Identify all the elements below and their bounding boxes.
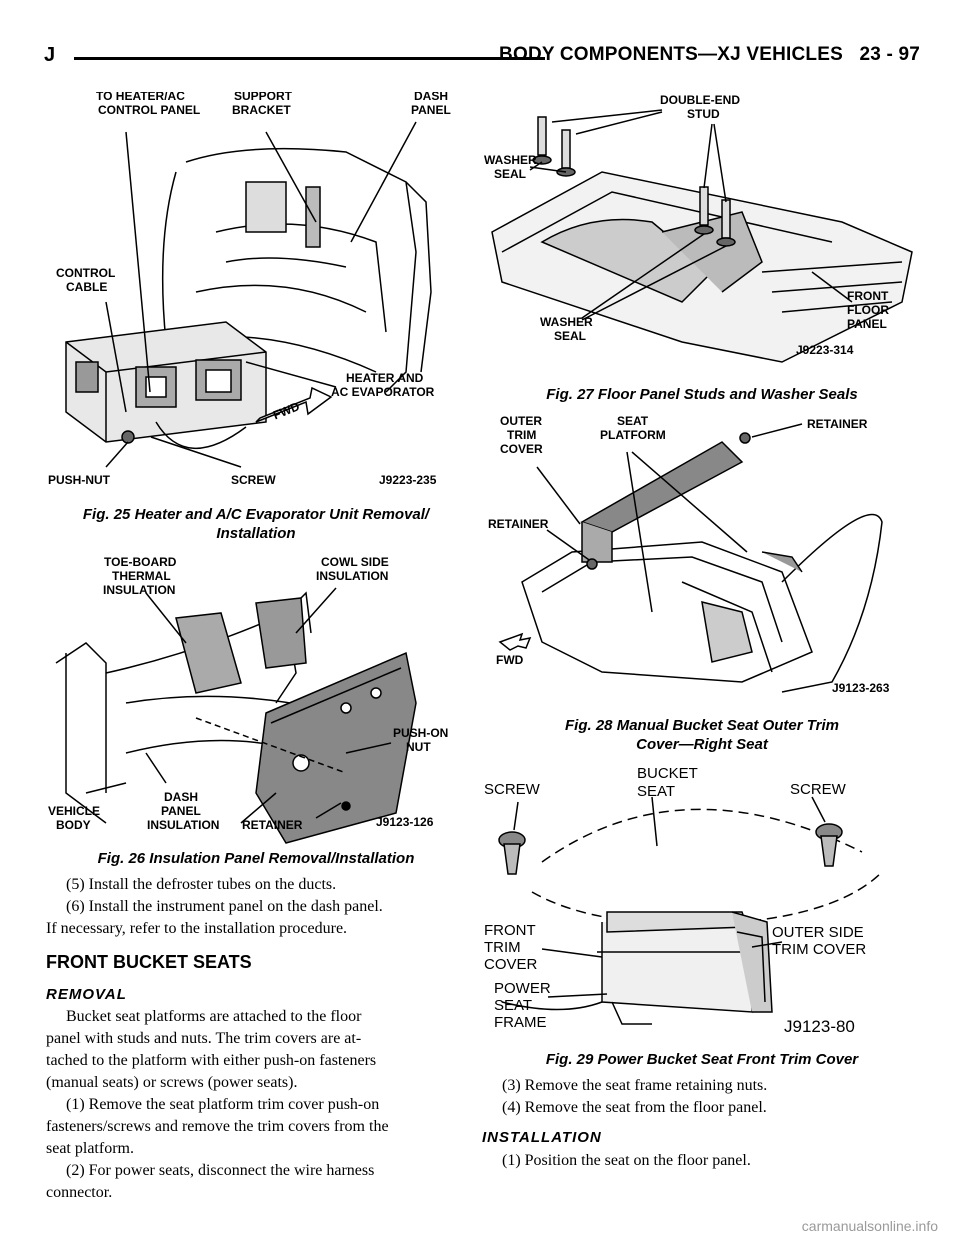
label-to-heater-ac: TO HEATER/AC <box>96 92 185 103</box>
install-step-1: (1) Position the seat on the floor panel… <box>502 1152 751 1169</box>
label-trim: TRIM <box>507 428 536 442</box>
label-nut: NUT <box>406 740 431 754</box>
label-cover: COVER <box>500 442 543 456</box>
fig29-caption: Fig. 29 Power Bucket Seat Front Trim Cov… <box>545 1051 859 1068</box>
label-heater-and: HEATER AND <box>346 371 424 385</box>
section-letter: J <box>44 44 56 66</box>
label-cover: COVER <box>484 956 538 973</box>
label-body: BODY <box>56 818 91 832</box>
label-frame: FRAME <box>494 1014 547 1031</box>
label-thermal: THERMAL <box>112 569 171 583</box>
figure-code: J9223-235 <box>379 473 437 487</box>
fig27-caption: Fig. 27 Floor Panel Studs and Washer Sea… <box>546 386 858 403</box>
installation-text: (1) Position the seat on the floor panel… <box>482 1150 922 1172</box>
fwd-arrow-label: FWD <box>496 653 524 667</box>
label-support: SUPPORT <box>234 92 293 103</box>
label-trim-cover: TRIM COVER <box>772 941 866 958</box>
label-control: CONTROL <box>56 266 115 280</box>
figure-26: TOE-BOARD THERMAL INSULATION COWL SIDE I… <box>46 553 466 845</box>
figure-code: J9123-80 <box>784 1017 855 1036</box>
removal-text: Bucket seat platforms are attached to th… <box>46 1008 389 1201</box>
label-ac-evaporator: AC EVAPORATOR <box>331 385 435 399</box>
fwd-arrow-label: FWD <box>271 399 302 422</box>
label-retainer-top: RETAINER <box>807 417 868 431</box>
label-cowl-insulation: INSULATION <box>316 569 388 583</box>
label-front: FRONT <box>847 289 889 303</box>
right-text-steps: (3) Remove the seat frame retaining nuts… <box>482 1075 922 1119</box>
label-seat: SEAT <box>617 414 649 428</box>
floor-panel-illustration: DOUBLE-END STUD WASHER SEAL WASHER SEAL … <box>484 93 913 363</box>
label-push-on: PUSH-ON <box>393 726 448 740</box>
label-toe-board: TOE-BOARD <box>104 555 177 569</box>
step-4: (4) Remove the seat from the floor panel… <box>502 1099 767 1116</box>
seat-trim-illustration: OUTER TRIM COVER SEAT PLATFORM RETAINER … <box>488 414 890 695</box>
label-screw-left: SCREW <box>484 781 541 798</box>
fig26-caption: Fig. 26 Insulation Panel Removal/Install… <box>97 850 415 867</box>
label-retainer: RETAINER <box>242 818 303 832</box>
heater-evaporator-illustration: TO HEATER/AC CONTROL PANEL SUPPORT BRACK… <box>48 92 451 487</box>
label-outer: OUTER <box>500 414 542 428</box>
header-rule <box>74 57 545 60</box>
header-title: BODY COMPONENTS—XJ VEHICLES 23 - 97 <box>499 44 920 65</box>
label-cable: CABLE <box>66 280 107 294</box>
label-cowl-side: COWL SIDE <box>321 555 389 569</box>
step-6-line2: If necessary, refer to the installation … <box>46 920 348 937</box>
label-dash: DASH <box>164 790 198 804</box>
label-seat: SEAT <box>637 783 675 800</box>
label-front: FRONT <box>484 922 536 939</box>
label-panel: PANEL <box>411 103 451 117</box>
figure-code: J9123-126 <box>376 815 434 829</box>
page-number: 23 - 97 <box>859 44 920 65</box>
label-bracket: BRACKET <box>232 103 291 117</box>
figure-29: SCREW BUCKET SEAT SCREW FRONT TRIM COVER… <box>482 762 922 1044</box>
label-double-end: DOUBLE-END <box>660 93 740 107</box>
label-panel-insulation: INSULATION <box>147 818 219 832</box>
label-push-nut: PUSH-NUT <box>48 473 111 487</box>
label-panel: PANEL <box>161 804 201 818</box>
figure-code: J9223-314 <box>796 343 854 357</box>
watermark: carmanualsonline.info <box>801 1218 938 1234</box>
figure-25: TO HEATER/AC CONTROL PANEL SUPPORT BRACK… <box>46 92 466 502</box>
insulation-panel-illustration: TOE-BOARD THERMAL INSULATION COWL SIDE I… <box>48 555 448 844</box>
label-panel: PANEL <box>847 317 887 331</box>
figure-27: DOUBLE-END STUD WASHER SEAL WASHER SEAL … <box>482 92 922 382</box>
removal-heading: REMOVAL <box>46 986 127 1003</box>
label-dash: DASH <box>414 92 448 103</box>
section-heading: FRONT BUCKET SEATS <box>46 952 252 972</box>
label-outer-side: OUTER SIDE <box>772 924 864 941</box>
label-screw: SCREW <box>231 473 276 487</box>
label-stud: STUD <box>687 107 720 121</box>
label-floor: FLOOR <box>847 303 889 317</box>
label-seal: SEAL <box>494 167 526 181</box>
step-5: (5) Install the defroster tubes on the d… <box>66 876 337 893</box>
power-seat-illustration: SCREW BUCKET SEAT SCREW FRONT TRIM COVER… <box>484 765 883 1036</box>
label-retainer-left: RETAINER <box>488 517 549 531</box>
label-vehicle: VEHICLE <box>48 804 100 818</box>
step-6-line1: (6) Install the instrument panel on the … <box>66 898 383 915</box>
installation-heading: INSTALLATION <box>482 1129 602 1146</box>
label-insulation: INSULATION <box>103 583 175 597</box>
step-3: (3) Remove the seat frame retaining nuts… <box>502 1077 768 1094</box>
label-power: POWER <box>494 980 551 997</box>
left-text-steps: (5) Install the defroster tubes on the d… <box>46 874 466 940</box>
label-control-panel: CONTROL PANEL <box>98 103 200 117</box>
figure-code: J9123-263 <box>832 681 890 695</box>
label-washer-bottom: WASHER <box>540 315 593 329</box>
label-bucket: BUCKET <box>637 765 698 782</box>
figure-28: OUTER TRIM COVER SEAT PLATFORM RETAINER … <box>482 412 922 712</box>
label-screw-right: SCREW <box>790 781 847 798</box>
label-platform: PLATFORM <box>600 428 666 442</box>
fig25-caption: Fig. 25 Heater and A/C Evaporator Unit R… <box>82 506 430 542</box>
label-power-seat: SEAT <box>494 997 532 1014</box>
label-washer: WASHER <box>484 153 537 167</box>
label-trim: TRIM <box>484 939 521 956</box>
label-seal-bottom: SEAL <box>554 329 586 343</box>
page-header: J BODY COMPONENTS—XJ VEHICLES 23 - 97 <box>44 40 920 70</box>
